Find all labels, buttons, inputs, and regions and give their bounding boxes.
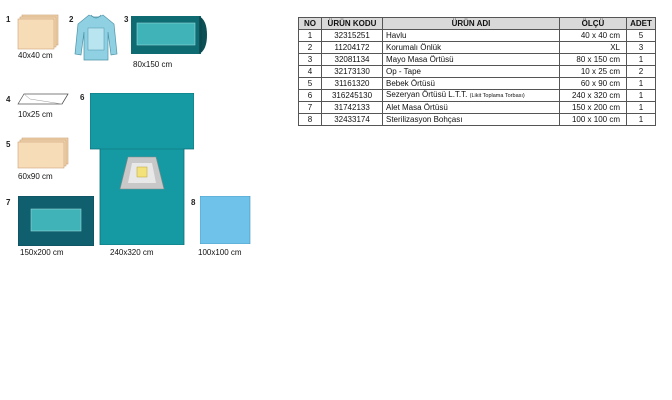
cell-name-text: Alet Masa Örtüsü (386, 102, 448, 112)
cell-name-text: Korumalı Önlük (386, 42, 442, 52)
cell-qty: 1 (626, 89, 656, 102)
item-3-number: 3 (124, 15, 129, 24)
cell-code: 32433174 (321, 113, 383, 126)
cell-size: 100 x 100 cm (559, 113, 627, 126)
table-row: 8 32433174 Sterilizasyon Bohçası 100 x 1… (298, 113, 656, 126)
cell-qty: 1 (626, 77, 656, 90)
cell-size: 10 x 25 cm (559, 65, 627, 78)
cell-size: 60 x 90 cm (559, 77, 627, 90)
cell-size: XL (559, 41, 627, 54)
item-8-number: 8 (191, 198, 196, 207)
item-1-size: 40x40 cm (18, 51, 53, 60)
item-8-size: 100x100 cm (198, 248, 242, 257)
gown-illustration (74, 12, 118, 62)
cell-size: 40 x 40 cm (559, 29, 627, 42)
cell-no: 5 (298, 77, 322, 90)
kit-contents-table: NO ÜRÜN KODU ÜRÜN ADI ÖLÇÜ ADET 1 323152… (298, 17, 656, 126)
cell-name: Alet Masa Örtüsü (382, 101, 560, 114)
cell-qty: 2 (626, 65, 656, 78)
cell-no: 3 (298, 53, 322, 66)
cell-no: 6 (298, 89, 322, 102)
cell-code: 32173130 (321, 65, 383, 78)
cell-code: 11204172 (321, 41, 383, 54)
item-5-size: 60x90 cm (18, 172, 53, 181)
cesarean-drape-illustration (90, 93, 194, 245)
item-3-size: 80x150 cm (133, 60, 173, 69)
item-7-size: 150x200 cm (20, 248, 64, 257)
op-tape-illustration (16, 92, 70, 108)
cell-name-text: Havlu (386, 30, 407, 40)
cell-no: 8 (298, 113, 322, 126)
header-code: ÜRÜN KODU (321, 17, 383, 30)
item-7-number: 7 (6, 198, 11, 207)
header-no: NO (298, 17, 322, 30)
cell-name: Sezeryan Örtüsü L.T.T. (Likit Toplama To… (382, 89, 560, 102)
cell-name: Mayo Masa Örtüsü (382, 53, 560, 66)
item-6-size: 240x320 cm (110, 248, 154, 257)
cell-name: Havlu (382, 29, 560, 42)
table-row: 4 32173130 Op - Tape 10 x 25 cm 2 (298, 65, 656, 78)
item-2-number: 2 (69, 15, 74, 24)
mayo-table-cover-illustration (131, 16, 207, 56)
table-row: 7 31742133 Alet Masa Örtüsü 150 x 200 cm… (298, 101, 656, 114)
cell-size: 150 x 200 cm (559, 101, 627, 114)
cell-code: 316245130 (321, 89, 383, 102)
cell-name: Korumalı Önlük (382, 41, 560, 54)
cell-name-text: Sezeryan Örtüsü L.T.T. (386, 90, 468, 100)
towel-illustration (16, 14, 60, 52)
header-qty: ADET (626, 17, 656, 30)
table-header-row: NO ÜRÜN KODU ÜRÜN ADI ÖLÇÜ ADET (298, 17, 656, 30)
table-row: 5 31161320 Bebek Örtüsü 60 x 90 cm 1 (298, 77, 656, 90)
cell-code: 31742133 (321, 101, 383, 114)
cell-name: Op - Tape (382, 65, 560, 78)
cell-qty: 1 (626, 113, 656, 126)
cell-no: 4 (298, 65, 322, 78)
table-row: 3 32081134 Mayo Masa Örtüsü 80 x 150 cm … (298, 53, 656, 66)
table-row: 2 11204172 Korumalı Önlük XL 3 (298, 41, 656, 54)
item-4-size: 10x25 cm (18, 110, 53, 119)
cell-qty: 1 (626, 53, 656, 66)
baby-drape-illustration (16, 137, 70, 171)
cell-name-note: (Likit Toplama Torbası) (469, 93, 525, 100)
table-row: 6 316245130 Sezeryan Örtüsü L.T.T. (Liki… (298, 89, 656, 102)
item-5-number: 5 (6, 140, 11, 149)
cell-qty: 3 (626, 41, 656, 54)
cell-size: 80 x 150 cm (559, 53, 627, 66)
instrument-table-cover-illustration (18, 196, 94, 246)
cell-code: 32081134 (321, 53, 383, 66)
item-6-number: 6 (80, 93, 85, 102)
cell-size: 240 x 320 cm (559, 89, 627, 102)
cell-code: 31161320 (321, 77, 383, 90)
cell-no: 1 (298, 29, 322, 42)
cell-name-text: Mayo Masa Örtüsü (386, 54, 454, 64)
header-name: ÜRÜN ADI (382, 17, 560, 30)
table-row: 1 32315251 Havlu 40 x 40 cm 5 (298, 29, 656, 42)
cell-qty: 5 (626, 29, 656, 42)
cell-no: 2 (298, 41, 322, 54)
cell-name-text: Bebek Örtüsü (386, 78, 435, 88)
cell-name: Bebek Örtüsü (382, 77, 560, 90)
item-4-number: 4 (6, 95, 11, 104)
sterilization-wrap-illustration (200, 196, 252, 244)
cell-no: 7 (298, 101, 322, 114)
cell-name-text: Op - Tape (386, 66, 421, 76)
cell-name-text: Sterilizasyon Bohçası (386, 114, 463, 124)
cell-name: Sterilizasyon Bohçası (382, 113, 560, 126)
cell-code: 32315251 (321, 29, 383, 42)
item-1-number: 1 (6, 15, 11, 24)
header-size: ÖLÇÜ (559, 17, 627, 30)
cell-qty: 1 (626, 101, 656, 114)
